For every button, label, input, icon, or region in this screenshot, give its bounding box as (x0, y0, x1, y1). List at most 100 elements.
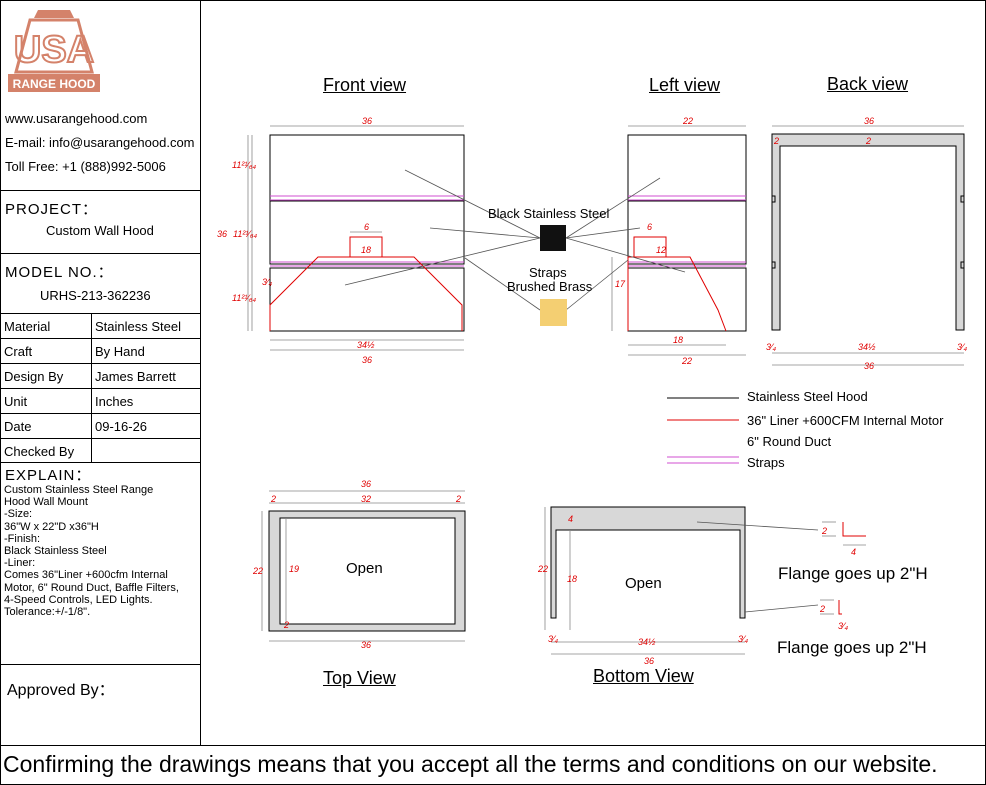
dim-label: 6 (364, 222, 369, 232)
svg-text:RANGE HOOD: RANGE HOOD (13, 77, 96, 91)
dim-label: 34½ (638, 637, 656, 647)
dim-label: 12 (656, 245, 666, 255)
divider (0, 664, 200, 665)
technical-drawing: .ln{stroke:#000;stroke-width:1;fill:none… (217, 116, 968, 666)
straps-label: Straps (529, 265, 567, 280)
dim-label: 17 (615, 279, 626, 289)
dim-label: 2 (270, 494, 276, 504)
spec-label: Date (4, 419, 32, 434)
divider (0, 363, 200, 364)
spec-value: By Hand (95, 344, 145, 359)
title-block-sidebar: USA RANGE HOOD www.usarangehood.com E-ma… (0, 0, 201, 745)
dim-label: 11²¹⁄₆₄ (232, 293, 256, 303)
divider (0, 313, 200, 314)
top-view-open-label: Open (346, 560, 383, 577)
dim-label: 2 (819, 604, 825, 614)
brushed-brass-swatch (540, 299, 567, 326)
dim-label: 2 (773, 136, 779, 146)
front-view-title: Front view (323, 75, 407, 95)
divider (0, 438, 200, 439)
dim-label: 34½ (357, 340, 375, 350)
dim-label: 2 (455, 494, 461, 504)
left-view-title: Left view (649, 75, 721, 95)
dim-label: 4 (851, 547, 856, 557)
toll-free-phone: Toll Free: +1 (888)992-5006 (5, 159, 166, 174)
bottom-view-open-label: Open (625, 575, 662, 592)
front-view-drawing (247, 125, 465, 351)
black-stainless-label: Black Stainless Steel (488, 206, 610, 221)
legend-lines (667, 397, 739, 464)
dim-label: 18 (567, 574, 577, 584)
dim-label: 36 (362, 355, 372, 365)
dim-label: 36 (361, 640, 371, 650)
spec-value: Stainless Steel (95, 319, 181, 334)
bottom-view-title: Bottom View (593, 666, 694, 686)
brushed-brass-label: Brushed Brass (507, 279, 593, 294)
footer-divider (0, 745, 985, 746)
legend-round-duct: 6" Round Duct (747, 434, 832, 449)
dim-label: 36 (362, 116, 372, 126)
back-view-drawing (771, 125, 965, 366)
dim-label: 22 (537, 564, 548, 574)
dim-label: 18 (361, 245, 371, 255)
dim-label: 6 (647, 222, 652, 232)
dim-label: 36 (217, 229, 227, 239)
spec-label: Design By (4, 369, 64, 384)
divider (0, 462, 200, 463)
dim-label: 19 (289, 564, 299, 574)
approved-by-label: Approved By： (7, 682, 115, 699)
dim-label: 3⁄₄ (957, 342, 968, 352)
project-value: Custom Wall Hood (46, 223, 154, 238)
divider (0, 338, 200, 339)
dim-label: 22 (682, 116, 693, 126)
dim-label: 11²¹⁄₆₄ (233, 229, 257, 239)
spec-label: Checked By (4, 444, 75, 459)
spec-label: Craft (4, 344, 33, 359)
dim-label: 34½ (858, 342, 876, 352)
dim-label: 36 (644, 656, 654, 666)
divider (0, 413, 200, 414)
dim-label: 36 (864, 361, 874, 371)
spec-value: James Barrett (95, 369, 176, 384)
flange-note-bottom: Flange goes up 2"H (777, 638, 927, 657)
spec-value: 09-16-26 (95, 419, 148, 434)
dim-label: 32 (361, 494, 371, 504)
spec-label: Unit (4, 394, 28, 409)
dim-label: 36 (361, 479, 371, 489)
dim-label: 2 (283, 620, 289, 630)
legend-stainless-steel: Stainless Steel Hood (747, 389, 868, 404)
divider (0, 190, 200, 191)
top-view-drawing (261, 490, 466, 642)
spec-label: Material (4, 319, 51, 334)
left-view-drawing (611, 125, 747, 356)
dim-label: 11²¹⁄₆₄ (232, 160, 256, 170)
project-label: PROJECT： (5, 201, 99, 218)
dim-label: 3⁄₄ (766, 342, 777, 352)
dim-label: 22 (252, 566, 263, 576)
dim-label: 2 (821, 526, 827, 536)
dim-label: 36 (864, 116, 874, 126)
back-view-title: Back view (827, 74, 909, 94)
black-stainless-swatch (540, 225, 566, 251)
dim-label: 3⁄₄ (738, 634, 749, 644)
email-link[interactable]: E-mail: info@usarangehood.com (5, 135, 195, 150)
website-link[interactable]: www.usarangehood.com (5, 111, 148, 126)
top-view-title: Top View (323, 668, 396, 688)
dim-label: 18 (673, 335, 683, 345)
model-value: URHS-213-362236 (40, 288, 151, 303)
usa-range-hood-logo: USA RANGE HOOD (8, 10, 100, 92)
explain-label: EXPLAIN： (5, 467, 92, 484)
model-label: MODEL NO.： (5, 264, 114, 281)
finish-leaders (344, 169, 686, 311)
svg-text:USA: USA (14, 29, 94, 71)
legend-liner: 36" Liner +600CFM Internal Motor (747, 413, 944, 428)
dim-label: 2 (865, 136, 871, 146)
legend-straps: Straps (747, 455, 785, 470)
divider (0, 388, 200, 389)
dim-label: 3⁄₄ (548, 634, 559, 644)
flange-note-top: Flange goes up 2"H (778, 564, 928, 583)
divider (0, 253, 200, 254)
explain-text: Custom Stainless Steel Range Hood Wall M… (4, 484, 179, 619)
dim-label: 4 (568, 514, 573, 524)
terms-footer: Confirming the drawings means that you a… (3, 751, 938, 777)
